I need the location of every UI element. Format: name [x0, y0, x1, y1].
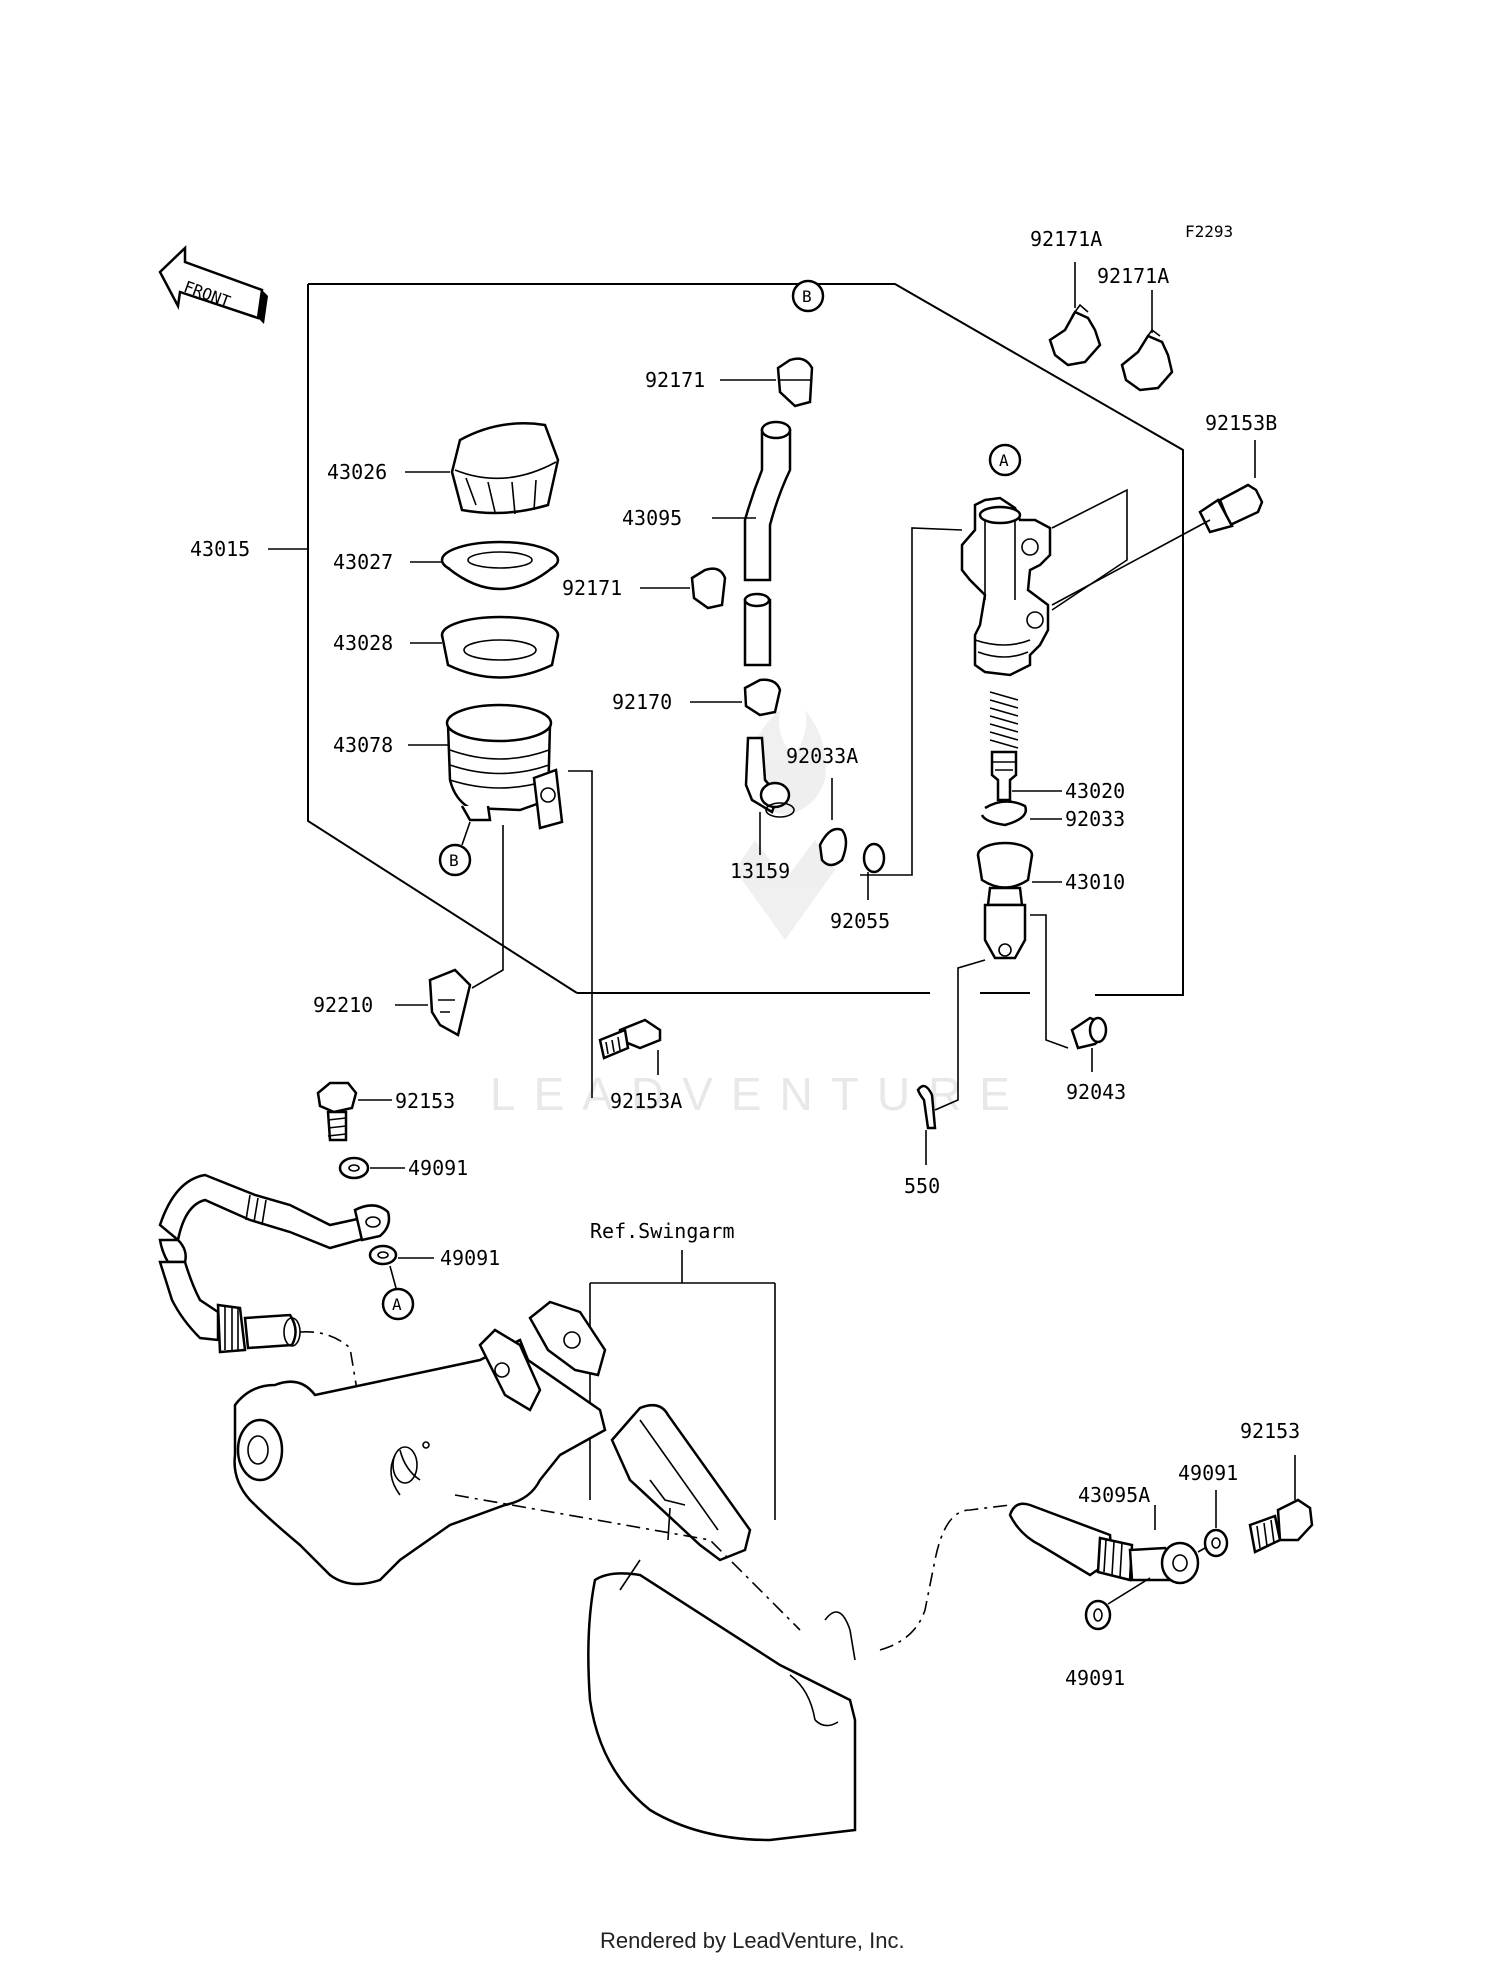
marker-b-lower: B: [438, 843, 472, 877]
label-49091-lower: 49091: [440, 1246, 500, 1270]
diaphragm-plate: [440, 540, 560, 591]
label-43095: 43095: [622, 506, 682, 530]
label-92171A-1: 92171A: [1030, 227, 1102, 251]
clamp-92171A-1: [1048, 303, 1102, 367]
label-92033A: 92033A: [786, 744, 858, 768]
svg-text:A: A: [999, 451, 1009, 470]
clamp-92171-mid: [690, 567, 727, 610]
bolt-92153-left: [316, 1081, 358, 1142]
washer-49091-lower: [368, 1244, 398, 1266]
pushrod-43010: [976, 841, 1034, 960]
front-arrow: FRONT: [158, 245, 268, 324]
label-43026: 43026: [327, 460, 387, 484]
circlip-92033: [980, 800, 1028, 827]
label-92033: 92033: [1065, 807, 1125, 831]
svg-text:B: B: [449, 851, 459, 870]
master-cylinder-body: [960, 496, 1052, 677]
svg-text:B: B: [802, 287, 812, 306]
diagram-code: F2293: [1185, 222, 1233, 241]
label-ref-swingarm: Ref.Swingarm: [590, 1219, 735, 1243]
label-92171-mid: 92171: [562, 576, 622, 600]
label-49091-upper: 49091: [408, 1156, 468, 1180]
pin-92043: [1070, 1016, 1108, 1050]
label-550: 550: [904, 1174, 940, 1198]
washer-49091-upper: [338, 1156, 370, 1180]
brake-hose-right: [879, 1502, 1200, 1651]
label-92153A: 92153A: [610, 1089, 682, 1113]
clamp-92170: [743, 678, 782, 717]
hose-43095: [743, 420, 792, 667]
assembly-outline: [308, 283, 1184, 996]
label-43020: 43020: [1065, 779, 1125, 803]
circlip-92033A: [818, 827, 848, 867]
label-92210: 92210: [313, 993, 373, 1017]
label-92055: 92055: [830, 909, 890, 933]
label-43078: 43078: [333, 733, 393, 757]
bolt-92153A: [598, 1018, 662, 1060]
svg-text:A: A: [392, 1295, 402, 1314]
label-49091-right: 49091: [1178, 1461, 1238, 1485]
label-92153-left: 92153: [395, 1089, 455, 1113]
label-43027: 43027: [333, 550, 393, 574]
label-92171-top: 92171: [645, 368, 705, 392]
marker-a-upper: A: [988, 443, 1022, 477]
label-43015: 43015: [190, 537, 250, 561]
label-13159: 13159: [730, 859, 790, 883]
label-43010: 43010: [1065, 870, 1125, 894]
label-43028: 43028: [333, 631, 393, 655]
swingarm: [233, 1300, 857, 1842]
marker-a-lower: A: [381, 1287, 415, 1321]
bolt-92153B: [1198, 483, 1264, 534]
label-43095A: 43095A: [1078, 1483, 1150, 1507]
spring-piston-43020: [989, 691, 1019, 802]
label-49091-bottom: 49091: [1065, 1666, 1125, 1690]
reservoir-cap: [450, 422, 560, 515]
brake-hose-left: [158, 1173, 391, 1354]
label-92153B: 92153B: [1205, 411, 1277, 435]
label-92171A-2: 92171A: [1097, 264, 1169, 288]
bolt-92153-right: [1248, 1498, 1314, 1554]
washer-49091-right: [1203, 1528, 1229, 1558]
label-92043: 92043: [1066, 1080, 1126, 1104]
watermark-text: LEADVENTURE: [490, 1068, 1028, 1120]
label-92153-right: 92153: [1240, 1419, 1300, 1443]
label-92170: 92170: [612, 690, 672, 714]
cotter-pin-550: [916, 1084, 937, 1130]
elbow-13159: [744, 736, 795, 818]
o-ring-92055: [862, 842, 886, 874]
footer-credit: Rendered by LeadVenture, Inc.: [600, 1928, 905, 1953]
clip-92210: [428, 968, 472, 1037]
clamp-92171A-2: [1120, 328, 1174, 392]
clamp-92171-top: [776, 357, 814, 408]
marker-b-upper: B: [791, 279, 825, 313]
reservoir: [445, 703, 564, 830]
washer-49091-bottom: [1084, 1599, 1112, 1631]
diaphragm: [440, 615, 560, 679]
